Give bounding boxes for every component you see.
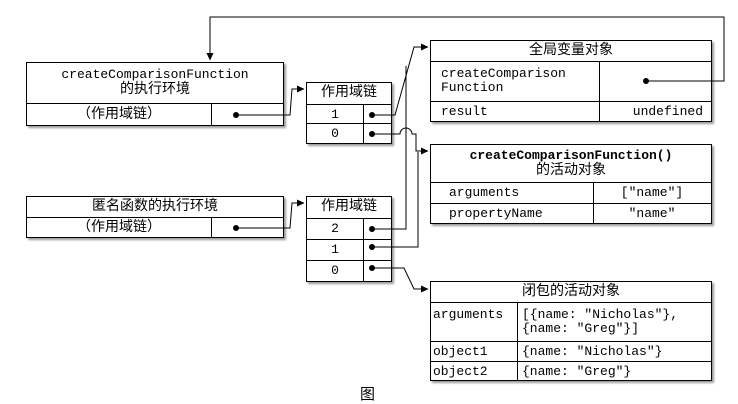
closure-object-row3-value: {name: "Greg"}	[522, 364, 632, 379]
scope-chain-1-row-0: 0	[331, 126, 339, 141]
activation-object-row2-name: propertyName	[449, 206, 543, 221]
arrow-chain2-row1-to-activation	[372, 152, 419, 248]
figure-caption: 图	[360, 387, 376, 403]
arrow-chain2-row2-to-global	[372, 66, 407, 230]
pointer-dot-chain2-row1	[369, 244, 375, 250]
activation-object-row1-name: arguments	[449, 185, 520, 200]
arrow-exec1-to-scope-chain-1	[236, 85, 305, 116]
exec-context-create-label: 的执行环境	[120, 82, 190, 97]
exec-context-anonymous-title: 匿名函数的执行环境	[92, 199, 218, 214]
activation-object-title-label: 的活动对象	[536, 163, 606, 178]
pointer-dot-exec2-scope	[233, 225, 239, 231]
closure-activation-object: 闭包的活动对象 arguments [{name: "Nicholas"}, {…	[430, 281, 712, 381]
activation-object-title-name: createComparisonFunction()	[469, 148, 673, 163]
exec-context-create: createComparisonFunction 的执行环境 （作用域链）	[26, 62, 284, 126]
arrow-global-to-exec-context	[206, 16, 725, 82]
scope-chain-2-row-1: 1	[331, 242, 339, 257]
exec-context-create-name: createComparisonFunction	[61, 67, 249, 82]
arrow-exec2-to-scope-chain-2	[236, 199, 305, 229]
exec-context-anonymous-scope-label: （作用域链）	[77, 220, 161, 235]
pointer-dot-chain1-row1	[369, 112, 375, 118]
closure-object-row3-name: object2	[433, 364, 488, 379]
pointer-dot-chain2-row2	[369, 226, 375, 232]
closure-object-row2-value: {name: "Nicholas"}	[522, 344, 663, 359]
scope-chain-2-row-2: 2	[331, 221, 339, 236]
closure-object-row2-name: object1	[433, 344, 488, 359]
closure-object-row1-value: [{name: "Nicholas"}, {name: "Greg"}]	[522, 307, 679, 336]
closure-object-row1-name: arguments	[433, 307, 504, 322]
arrow-chain1-row0-to-activation	[372, 127, 429, 155]
exec-context-create-scope-label: （作用域链）	[77, 107, 161, 122]
pointer-dot-chain2-row0	[369, 265, 375, 271]
scope-chain-1-row-1: 1	[331, 107, 339, 122]
global-object-row2-value: undefined	[632, 104, 703, 119]
pointer-dot-global-create	[643, 78, 649, 84]
global-object-title: 全局变量对象	[529, 43, 613, 58]
activation-object-row2-value: "name"	[628, 206, 676, 221]
scope-chain-2-row-0: 0	[331, 263, 339, 278]
arrow-chain2-row0-to-closure	[372, 267, 429, 293]
scope-chain-2-title: 作用域链	[321, 199, 377, 214]
global-object-row2-name: result	[441, 104, 488, 119]
scope-chain-1-title: 作用域链	[321, 85, 377, 100]
exec-context-anonymous: 匿名函数的执行环境 （作用域链）	[26, 196, 284, 238]
arrow-chain1-row1-to-global	[372, 43, 429, 116]
pointer-dot-chain1-row0	[369, 131, 375, 137]
activation-object-row1-value: ["name"]	[620, 185, 684, 200]
closure-object-title: 闭包的活动对象	[522, 284, 620, 299]
global-object-row1-name: createComparison Function	[441, 66, 566, 95]
pointer-dot-exec1-scope	[233, 112, 239, 118]
activation-object: createComparisonFunction() 的活动对象 argumen…	[430, 144, 712, 224]
